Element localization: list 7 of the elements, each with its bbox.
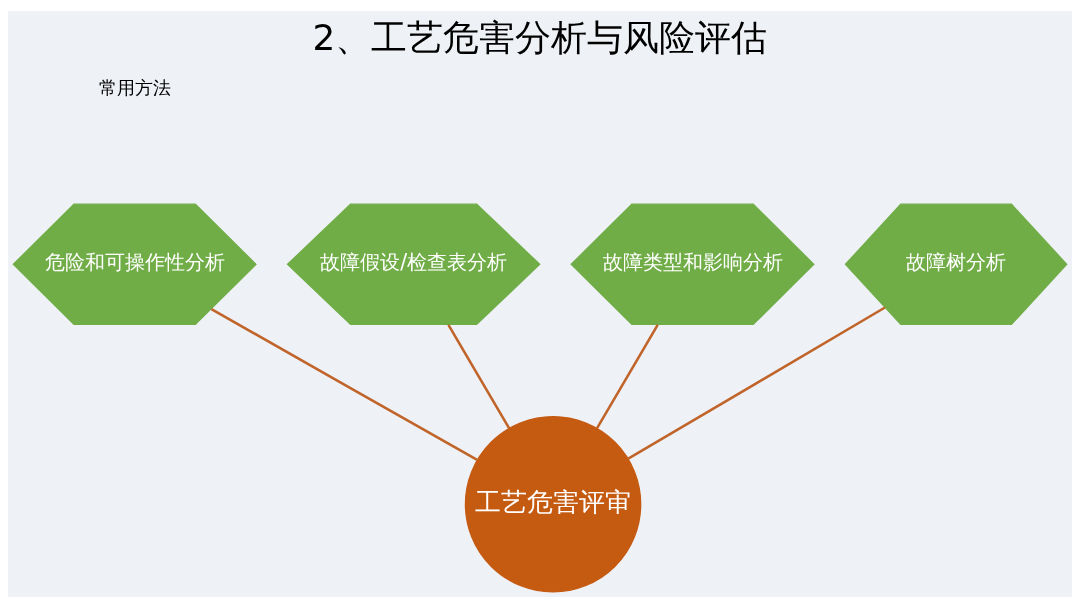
connector: [627, 306, 886, 460]
connector: [595, 324, 659, 429]
node-circle: 工艺危害评审: [464, 415, 642, 593]
diagram-title: 2、工艺危害分析与风险评估: [312, 16, 768, 58]
connector: [447, 324, 511, 429]
label: 常用方法: [98, 76, 171, 98]
connector: [210, 308, 478, 461]
